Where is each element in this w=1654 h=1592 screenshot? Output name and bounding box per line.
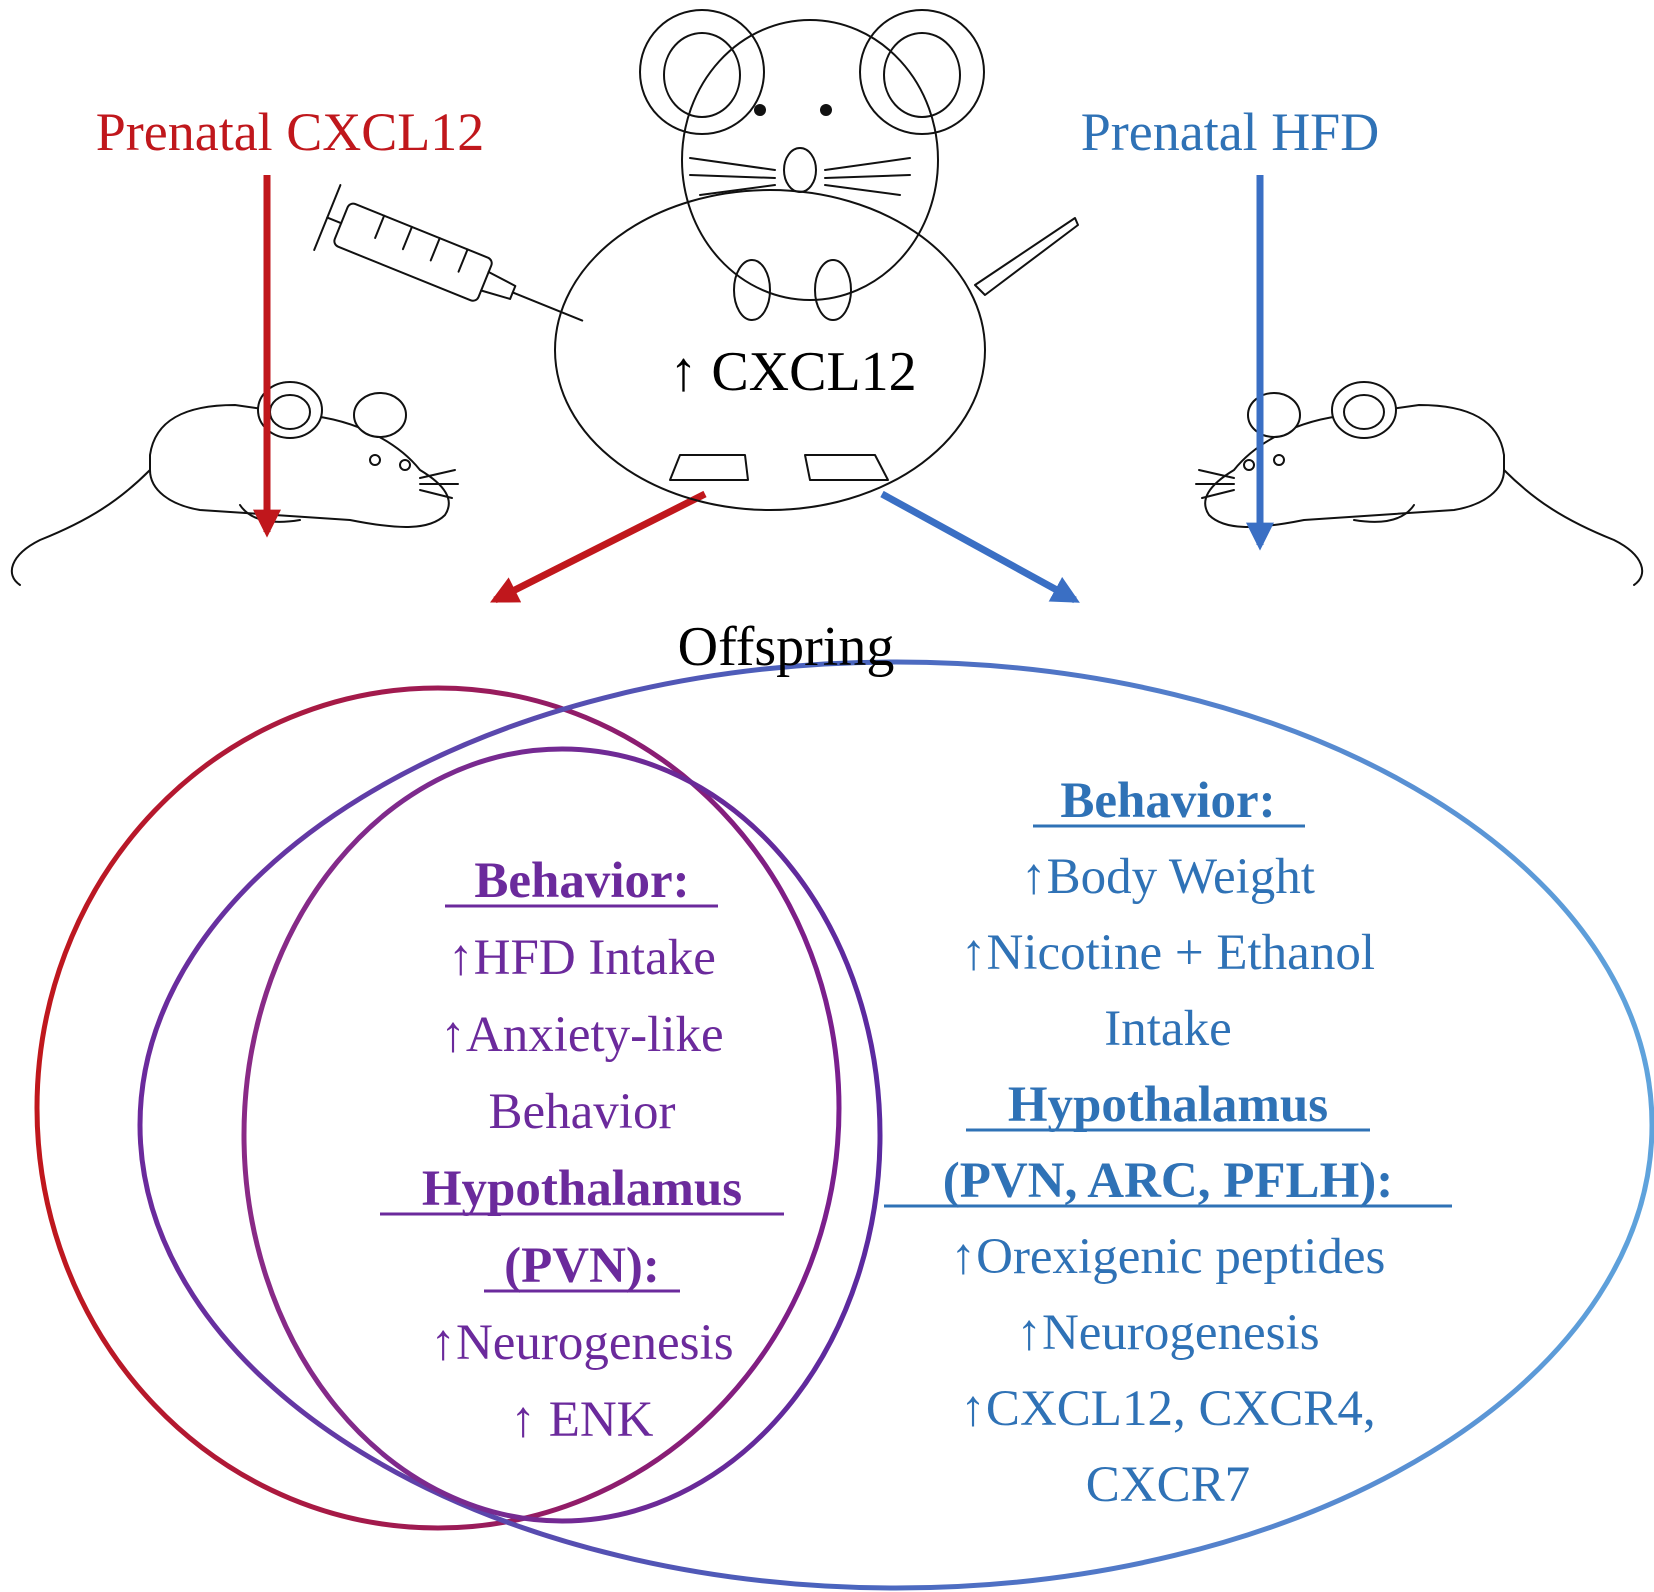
arrow-mother-to-cxcl12-offspring [490, 490, 707, 604]
overlap-effects: Behavior: ↑HFD Intake ↑Anxiety-like Beha… [380, 853, 784, 1448]
hfd-behavior-item: ↑Nicotine + Ethanol [961, 925, 1375, 981]
offspring-mouse-icon [10, 381, 459, 586]
hfd-behavior-heading: Behavior: [1060, 773, 1275, 829]
hfd-hypothalamus-item: ↑Neurogenesis [1016, 1305, 1319, 1361]
cxcl12-set-circle [34, 685, 842, 1531]
overlap-behavior-heading: Behavior: [474, 853, 689, 909]
overlap-hypothalamus-heading: (PVN): [504, 1238, 660, 1294]
hfd-hypothalamus-item: CXCR7 [1086, 1457, 1250, 1513]
offspring-mouse-icon [1195, 381, 1644, 586]
prenatal-hfd-label: Prenatal HFD [1081, 102, 1379, 162]
overlap-hypothalamus-item: ↑ ENK [510, 1392, 653, 1448]
prenatal-cxcl12-label: Prenatal CXCL12 [96, 102, 484, 162]
hfd-effects: Behavior: ↑Body Weight ↑Nicotine + Ethan… [884, 773, 1452, 1513]
overlap-hypothalamus-item: ↑Neurogenesis [430, 1315, 733, 1371]
overlap-behavior-item: Behavior [489, 1084, 676, 1140]
overlap-behavior-item: ↑Anxiety-like [440, 1007, 723, 1063]
mother-cxcl12-label: ↑ CXCL12 [669, 341, 916, 403]
overlap-hypothalamus-heading: Hypothalamus [422, 1161, 742, 1217]
syringe-icon [313, 184, 584, 322]
arrow-mother-to-hfd-offspring [880, 490, 1080, 604]
hfd-hypothalamus-heading: Hypothalamus [1008, 1077, 1328, 1133]
hfd-behavior-item: ↑Body Weight [1021, 849, 1315, 905]
overlap-behavior-item: ↑HFD Intake [448, 930, 716, 986]
hfd-hypothalamus-heading: (PVN, ARC, PFLH): [943, 1153, 1393, 1209]
hfd-set-circle [137, 659, 1654, 1591]
hfd-hypothalamus-item: ↑Orexigenic peptides [951, 1229, 1386, 1285]
mother-mouse-icon [554, 9, 1079, 511]
hfd-behavior-item: Intake [1104, 1001, 1231, 1057]
offspring-label: Offspring [678, 616, 895, 678]
overlap-set-circle [241, 746, 883, 1524]
hfd-hypothalamus-item: ↑CXCL12, CXCR4, [960, 1381, 1375, 1437]
